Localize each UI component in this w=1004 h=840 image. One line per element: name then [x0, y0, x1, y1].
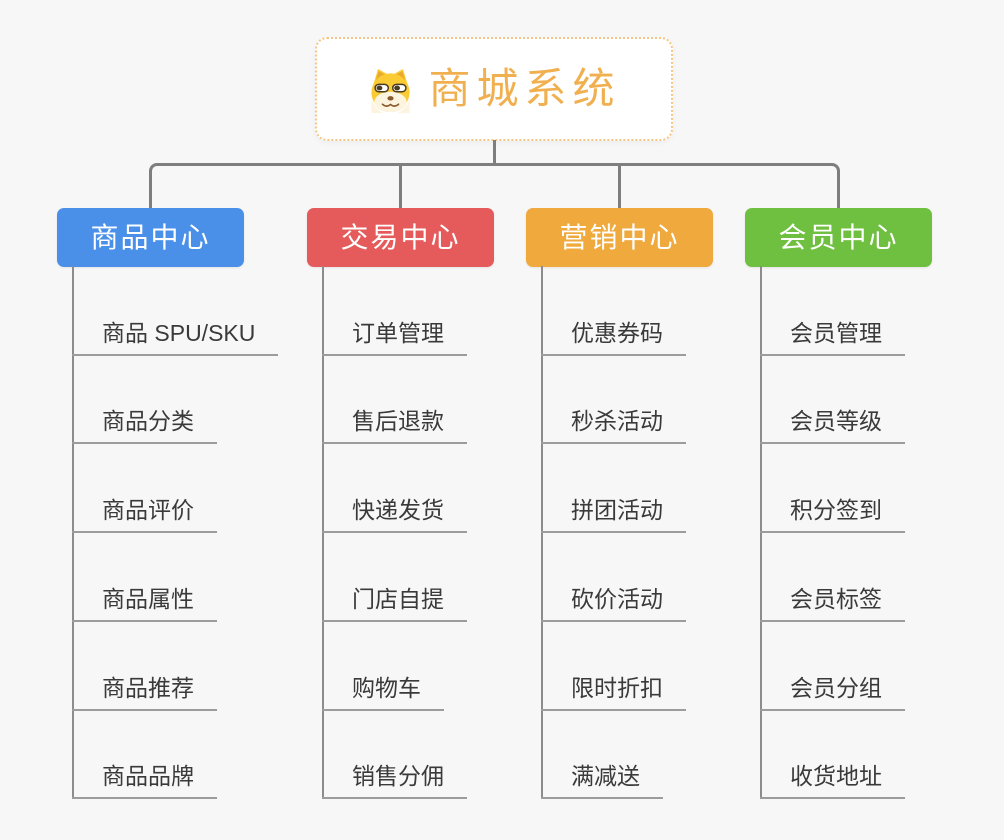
child-topic[interactable]: 商品属性 — [72, 584, 217, 622]
branch-header-1[interactable]: 商品中心 — [57, 208, 244, 267]
connector-corner-right — [720, 163, 840, 208]
child-topic[interactable]: 砍价活动 — [541, 584, 686, 622]
child-topic[interactable]: 秒杀活动 — [541, 406, 686, 445]
child-topic[interactable]: 会员等级 — [760, 406, 905, 445]
child-topic[interactable]: 商品品牌 — [72, 761, 217, 800]
child-topic[interactable]: 会员管理 — [760, 318, 905, 356]
child-topic[interactable]: 限时折扣 — [541, 673, 686, 711]
doge-icon — [371, 68, 411, 113]
connector-corner-left — [149, 163, 269, 208]
root-node[interactable]: 商城系统 — [315, 37, 673, 141]
child-topic[interactable]: 订单管理 — [322, 318, 467, 356]
branch-header-4[interactable]: 会员中心 — [745, 208, 932, 267]
connector-stub-marketing — [618, 166, 621, 208]
child-topic[interactable]: 积分签到 — [760, 495, 905, 534]
child-topic[interactable]: 收货地址 — [760, 761, 905, 800]
branch-header-3[interactable]: 营销中心 — [526, 208, 713, 267]
child-topic[interactable]: 拼团活动 — [541, 495, 686, 534]
child-topic[interactable]: 售后退款 — [322, 406, 467, 445]
child-topic[interactable]: 销售分佣 — [322, 761, 467, 800]
connector-stub-trade — [399, 166, 402, 208]
child-topic[interactable]: 满减送 — [541, 761, 663, 800]
connector-horizontal — [260, 163, 730, 166]
child-topic[interactable]: 会员分组 — [760, 673, 905, 711]
child-topic[interactable]: 会员标签 — [760, 584, 905, 622]
child-topic[interactable]: 商品分类 — [72, 406, 217, 445]
root-topic-label: 商城系统 — [428, 65, 621, 112]
child-topic[interactable]: 商品 SPU/SKU — [72, 318, 279, 356]
connector-root-stem — [493, 140, 496, 166]
child-topic[interactable]: 商品推荐 — [72, 673, 217, 711]
branch-header-2[interactable]: 交易中心 — [307, 208, 494, 267]
child-topic[interactable]: 商品评价 — [72, 495, 217, 534]
child-topic[interactable]: 优惠券码 — [541, 318, 686, 356]
child-topic[interactable]: 购物车 — [322, 673, 444, 711]
child-topic[interactable]: 门店自提 — [322, 584, 467, 622]
child-topic[interactable]: 快递发货 — [322, 495, 467, 534]
